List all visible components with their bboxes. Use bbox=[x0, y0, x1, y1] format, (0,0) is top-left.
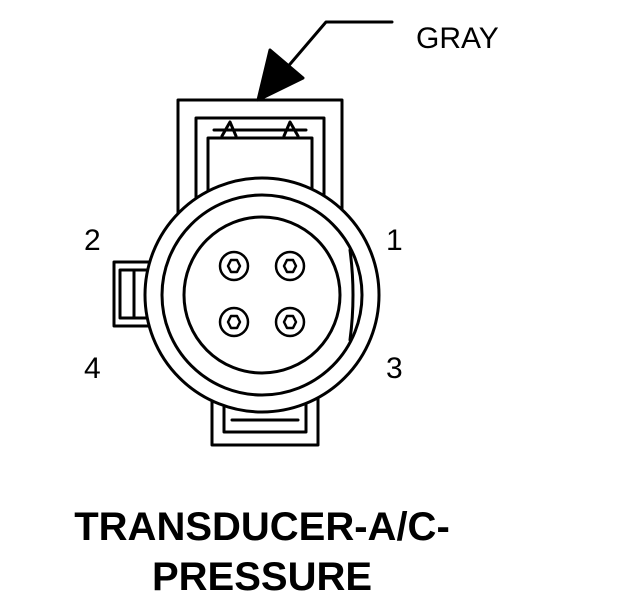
pin-cavity-4 bbox=[218, 306, 250, 338]
connector-body-inner bbox=[160, 193, 364, 397]
title-line-1: TRANSDUCER-A/C- bbox=[74, 505, 450, 549]
pin-label-1: 1 bbox=[386, 224, 403, 257]
right-rib bbox=[348, 248, 355, 342]
pin-cavity-3 bbox=[274, 306, 306, 338]
wire-color-label: GRAY bbox=[416, 22, 499, 55]
gray-leader-arrow bbox=[256, 20, 394, 102]
pin-label-4: 4 bbox=[84, 352, 101, 385]
pin-label-3: 3 bbox=[386, 352, 403, 385]
connector-body-outer bbox=[143, 176, 381, 414]
pin-face bbox=[182, 215, 342, 375]
title-line-2: PRESSURE bbox=[152, 555, 372, 599]
top-lock-tab bbox=[176, 98, 344, 230]
pin-cavity-2 bbox=[218, 250, 250, 282]
pin-cavity-1 bbox=[274, 250, 306, 282]
pin-cavities bbox=[218, 250, 306, 338]
pin-label-2: 2 bbox=[84, 224, 101, 257]
